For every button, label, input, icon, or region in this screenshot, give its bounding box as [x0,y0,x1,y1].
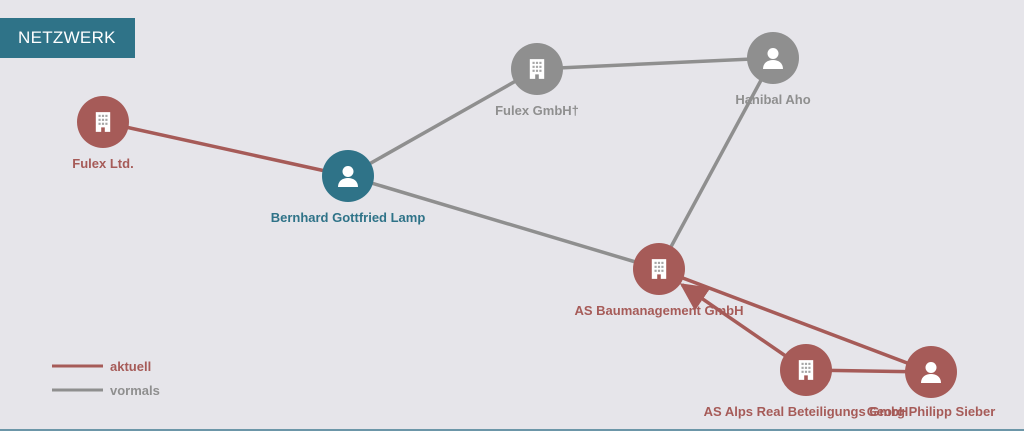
legend-former-label: vormals [110,383,160,398]
node-fulex-ltd[interactable]: Fulex Ltd. [72,96,134,171]
node-as-bau[interactable]: AS Baumanagement GmbH [574,243,744,318]
edge-fulex_ltd-bernhard [102,120,349,178]
node-bernhard[interactable]: Bernhard Gottfried Lamp [271,150,426,225]
edge-hanibal-as_bau [657,57,775,270]
node-label[interactable]: AS Alps Real Beteiligungs GmbH [704,404,909,419]
nodes-layer: Fulex Ltd. Bernhard Gottfried Lamp Fulex G… [72,32,995,419]
edge-bernhard-as_bau [347,174,660,271]
node-fulex-gmbh[interactable]: Fulex GmbH† [495,43,579,118]
node-label[interactable]: Fulex Ltd. [72,156,133,171]
node-label[interactable]: Hanibal Aho [735,92,810,107]
edge-georg-as_bau [658,267,932,374]
node-label[interactable]: Bernhard Gottfried Lamp [271,210,426,225]
node-label[interactable]: AS Baumanagement GmbH [574,303,743,318]
network-tab[interactable]: NETZWERK [0,18,135,58]
legend: aktuell vormals [52,359,160,398]
node-as-alps[interactable]: AS Alps Real Beteiligungs GmbH [704,344,909,419]
edge-fulex_gmbh-hanibal [536,56,774,71]
network-title: NETZWERK [18,28,116,47]
legend-current-label: aktuell [110,359,151,374]
node-georg[interactable]: Georg Philipp Sieber [867,346,996,419]
node-label[interactable]: Georg Philipp Sieber [867,404,996,419]
edge-bernhard-fulex_gmbh [347,67,538,178]
node-label[interactable]: Fulex GmbH† [495,103,579,118]
node-hanibal[interactable]: Hanibal Aho [735,32,811,107]
bottom-divider [0,429,1024,431]
